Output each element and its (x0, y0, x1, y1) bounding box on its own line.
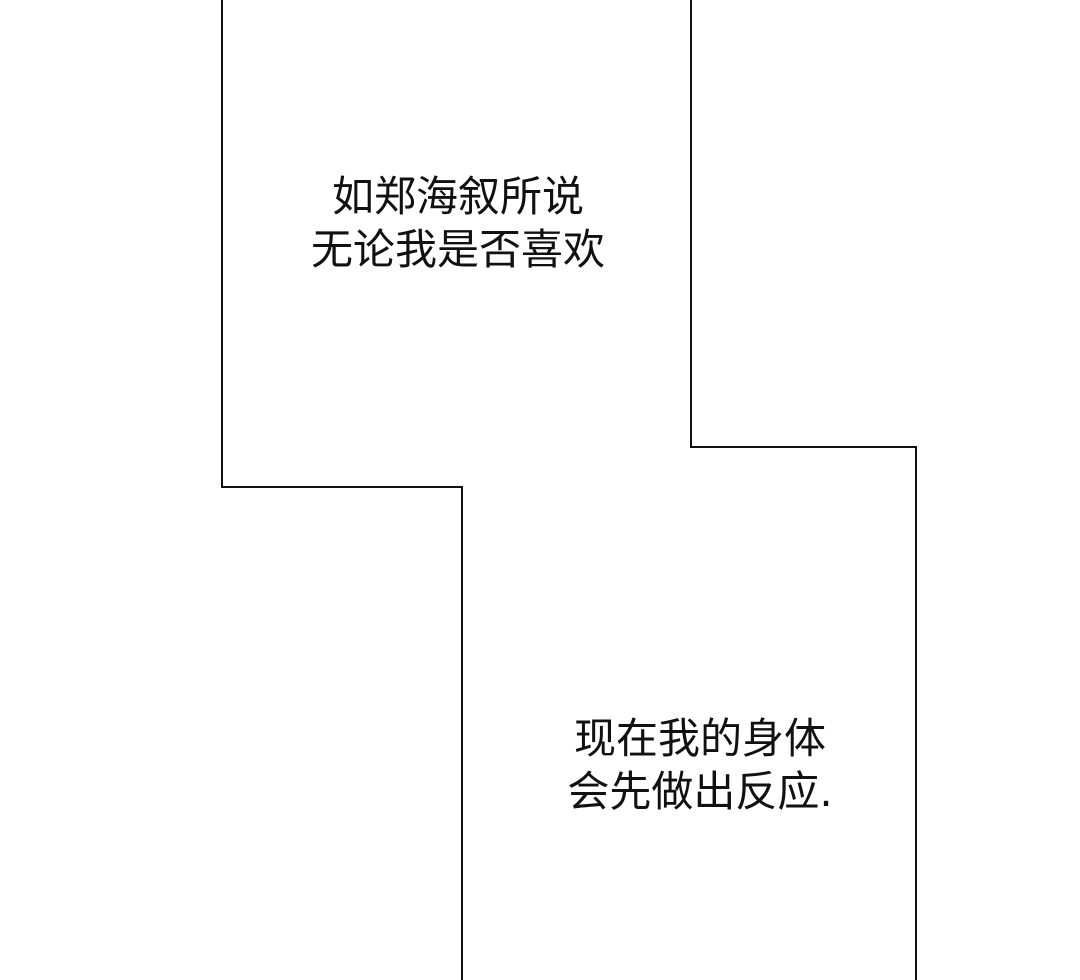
caption-2-line-2: 会先做出反应. (567, 767, 833, 816)
caption-1-line-1: 如郑海叙所说 (331, 172, 584, 221)
caption-text-1: 如郑海叙所说 无论我是否喜欢 (280, 170, 636, 276)
caption-1-line-2: 无论我是否喜欢 (310, 225, 605, 274)
caption-text-2: 现在我的身体 会先做出反应. (540, 712, 860, 818)
left-panel-border (221, 0, 463, 980)
right-panel-border (690, 0, 917, 980)
caption-2-line-1: 现在我的身体 (573, 714, 826, 763)
